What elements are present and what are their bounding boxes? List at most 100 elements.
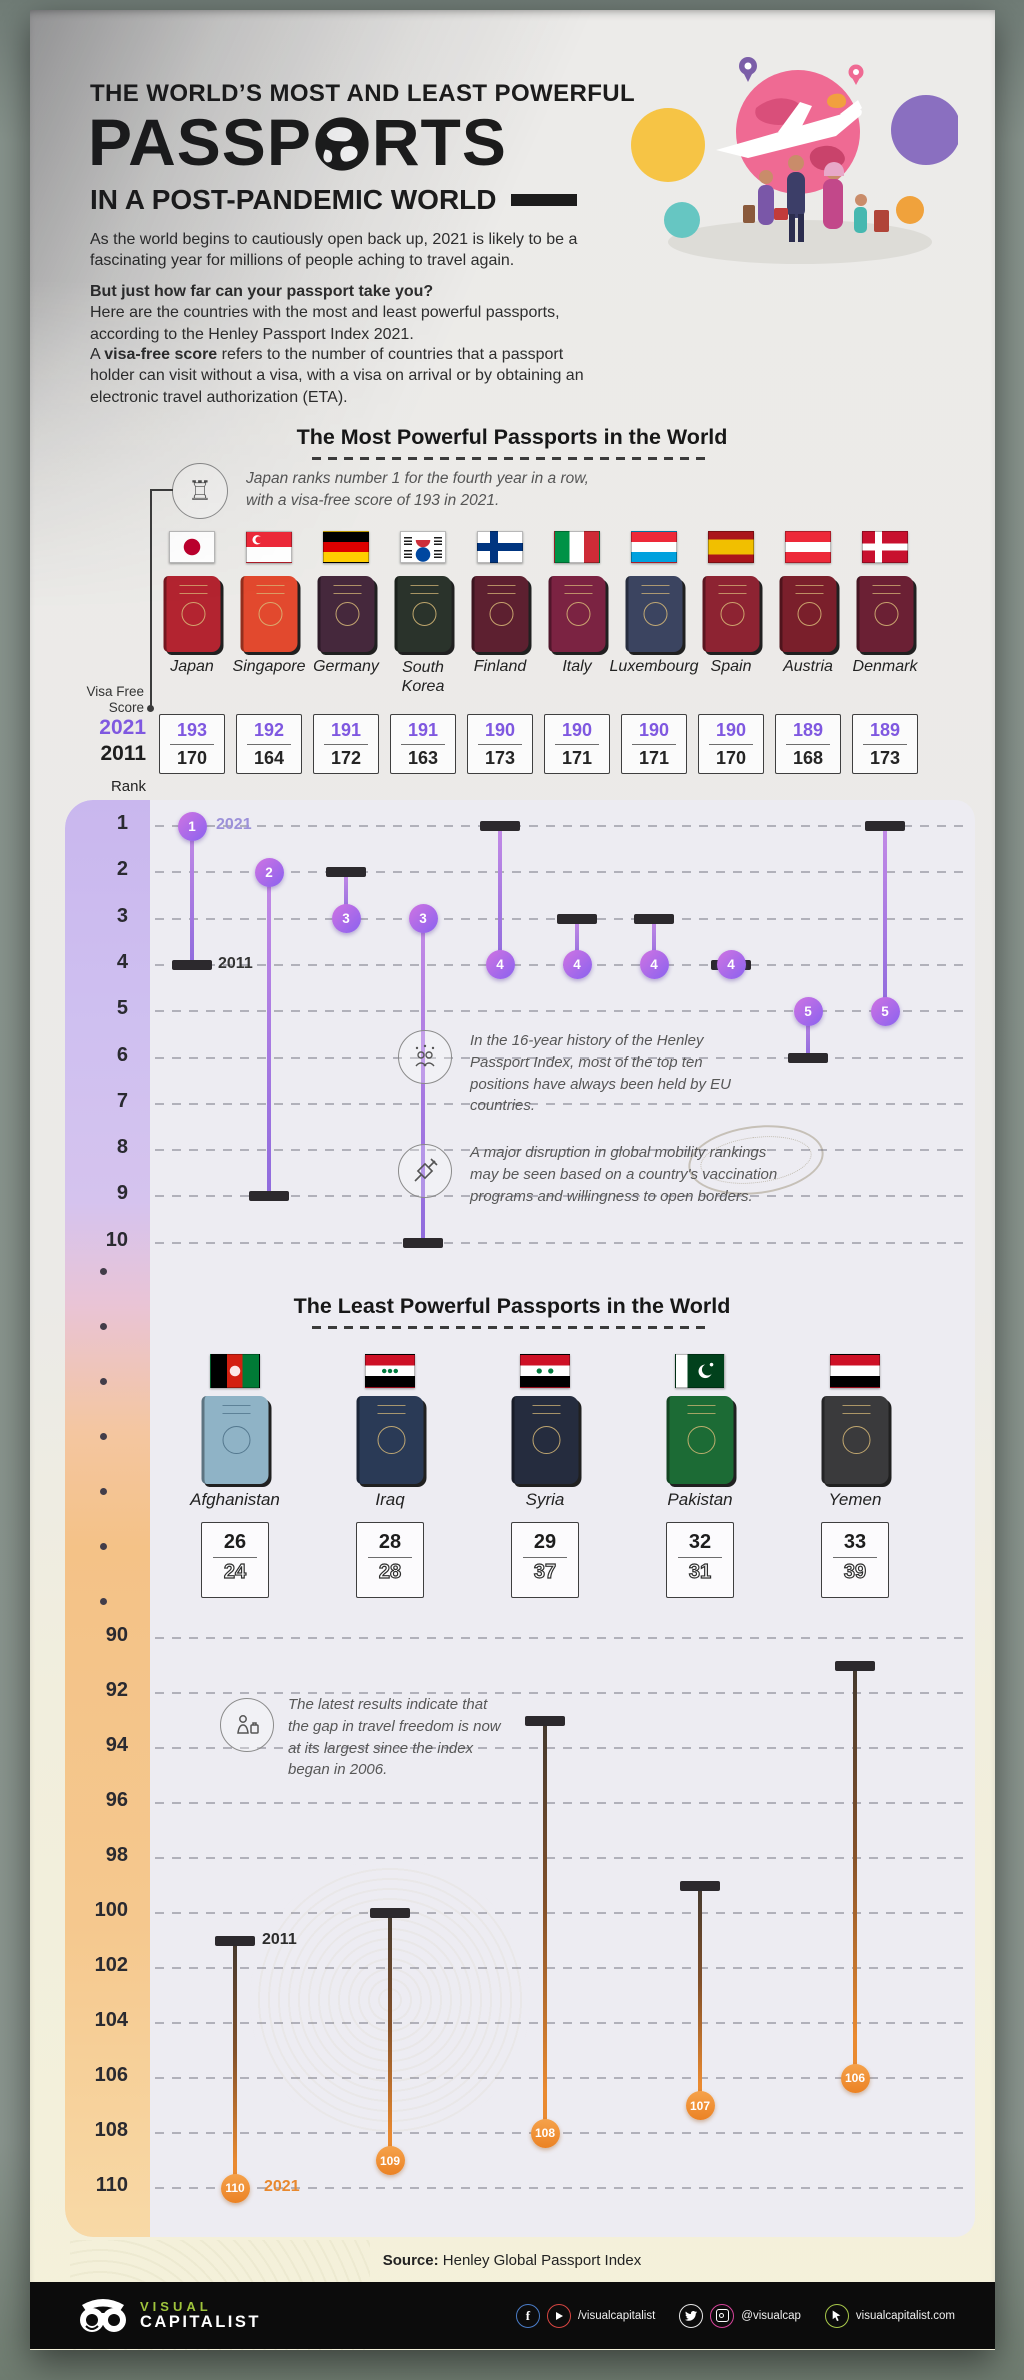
score-box: 192 164: [236, 714, 302, 774]
denmark-passport: [856, 576, 914, 652]
social-website[interactable]: visualcapitalist.com: [824, 2303, 955, 2328]
score-2011: 37: [533, 1560, 557, 1583]
gridline: [155, 2187, 968, 2189]
score-divider: [863, 744, 907, 745]
instagram-icon[interactable]: [710, 2303, 735, 2328]
twitter-icon[interactable]: [679, 2303, 704, 2328]
score-divider: [401, 744, 445, 745]
section-heading-least: The Least Powerful Passports in the Worl…: [32, 1294, 992, 1329]
chess-piece-icon: ♖: [172, 463, 228, 519]
axis-break-dot: [100, 1433, 107, 1440]
rank-2011-bar: [172, 959, 212, 970]
italy-passport: [548, 576, 606, 652]
country-column: Pakistan 32 31: [623, 1352, 777, 1602]
rank-tick-label: 1: [116, 812, 128, 834]
dumbbell-line: [698, 1885, 702, 2106]
social-handle: @visualcap: [741, 2309, 801, 2322]
rank-tick-label: 108: [94, 2119, 128, 2141]
rank-2011-bar: [370, 1908, 410, 1918]
score-divider: [832, 1557, 878, 1558]
title-text-right: RTS: [371, 105, 507, 179]
note-connector-line: [150, 489, 173, 491]
rank-2021-marker: 110: [220, 2173, 250, 2203]
globe-icon: [315, 117, 369, 171]
denmark-flag: [862, 531, 908, 563]
header-kicker: THE WORLD’S MOST AND LEAST POWERFUL: [90, 80, 636, 107]
austria-passport: [779, 576, 837, 652]
rank-2011-bar: [403, 1237, 443, 1248]
south-korea-passport: [394, 576, 452, 652]
series-label-2021: 2021: [216, 816, 252, 833]
country-name: Germany: [313, 658, 379, 675]
axis-break-dot: [100, 1378, 107, 1385]
dumbbell-line: [190, 826, 194, 965]
country-name: Singapore: [232, 658, 306, 675]
footer-socials: f /visualcapitalist @visualcap visualcap…: [502, 2303, 955, 2328]
score-2021: 190: [638, 720, 670, 740]
germany-passport: [317, 576, 375, 652]
score-2021: 32: [688, 1531, 712, 1553]
rank-tick-label: 100: [94, 1899, 128, 1921]
score-divider: [212, 1557, 258, 1558]
singapore-passport: [240, 576, 298, 652]
gridline: [155, 1102, 968, 1105]
rank-tick-label: 90: [105, 1624, 128, 1646]
youtube-icon[interactable]: [546, 2303, 571, 2328]
score-box: 190 173: [467, 714, 533, 774]
score-2021: 189: [869, 720, 901, 740]
rank-2021-marker: 106: [840, 2063, 870, 2093]
traveler-figures: [743, 155, 889, 242]
vaccine-annotation: A major disruption in global mobility ra…: [470, 1144, 778, 1205]
facebook-icon[interactable]: f: [515, 2303, 540, 2328]
rank-2021-marker: 4: [639, 950, 669, 980]
rank-2021-marker: 109: [375, 2146, 405, 2175]
score-divider: [555, 744, 599, 745]
score-2011: 173: [484, 748, 516, 768]
iraq-passport: [356, 1396, 424, 1484]
gridline: [155, 1857, 968, 1859]
dumbbell-line: [498, 826, 502, 965]
eu-annotation: In the 16-year history of the Henley Pas…: [470, 1032, 731, 1115]
country-name: Italy: [562, 658, 592, 675]
rank-2011-bar: [788, 1052, 828, 1063]
finland-flag: [477, 531, 523, 563]
visual-capitalist-logo[interactable]: VISUAL CAPITALIST: [76, 2295, 261, 2337]
country-column: Germany 191 172: [291, 528, 401, 778]
intro-question-rest: Here are the countries with the most and…: [90, 304, 560, 343]
dumbbell-line: [652, 918, 656, 965]
social-facebook-youtube[interactable]: f /visualcapitalist: [515, 2303, 656, 2328]
subtitle-bar: [510, 194, 577, 206]
cursor-icon[interactable]: [824, 2303, 849, 2328]
gridline: [155, 1010, 968, 1013]
rank-axis-band: [65, 800, 150, 2237]
rank-tick-label: 2: [116, 858, 128, 881]
gridline: [155, 825, 968, 827]
syria-flag: [520, 1354, 570, 1388]
score-box: 32 31: [666, 1522, 734, 1598]
score-2021: 191: [330, 720, 362, 740]
country-column: Yemen 33 39: [778, 1352, 932, 1602]
score-box: 26 24: [201, 1522, 269, 1598]
social-handle: /visualcapitalist: [577, 2309, 656, 2322]
eu-stars-icon: [398, 1030, 452, 1084]
rank-tick-label: 3: [116, 904, 128, 927]
gridline: [155, 1195, 968, 1198]
title-text-left: PASSP: [88, 105, 312, 179]
social-twitter-instagram[interactable]: @visualcap: [679, 2303, 801, 2328]
country-name: Pakistan: [667, 1490, 733, 1509]
axis-break-dot: [100, 1543, 107, 1550]
rank-tick-label: 104: [94, 2009, 128, 2031]
score-divider: [478, 744, 522, 745]
country-column: Singapore 192 164: [214, 528, 324, 778]
axis-break-dot: [100, 1488, 107, 1495]
score-2021: 191: [407, 720, 439, 740]
rank-2011-bar: [480, 821, 520, 831]
rank-tick-label: 98: [105, 1844, 128, 1866]
rank-2021-marker: 5: [870, 996, 900, 1026]
page-subtitle: IN A POST-PANDEMIC WORLD: [90, 184, 577, 216]
country-column: South Korea 191 163: [368, 528, 478, 778]
country-name: South Korea: [401, 659, 445, 696]
visa-free-score-label: Visa Free Score: [86, 684, 144, 716]
location-pin-icon: [848, 64, 864, 85]
dumbbell-line: [233, 1940, 237, 2188]
